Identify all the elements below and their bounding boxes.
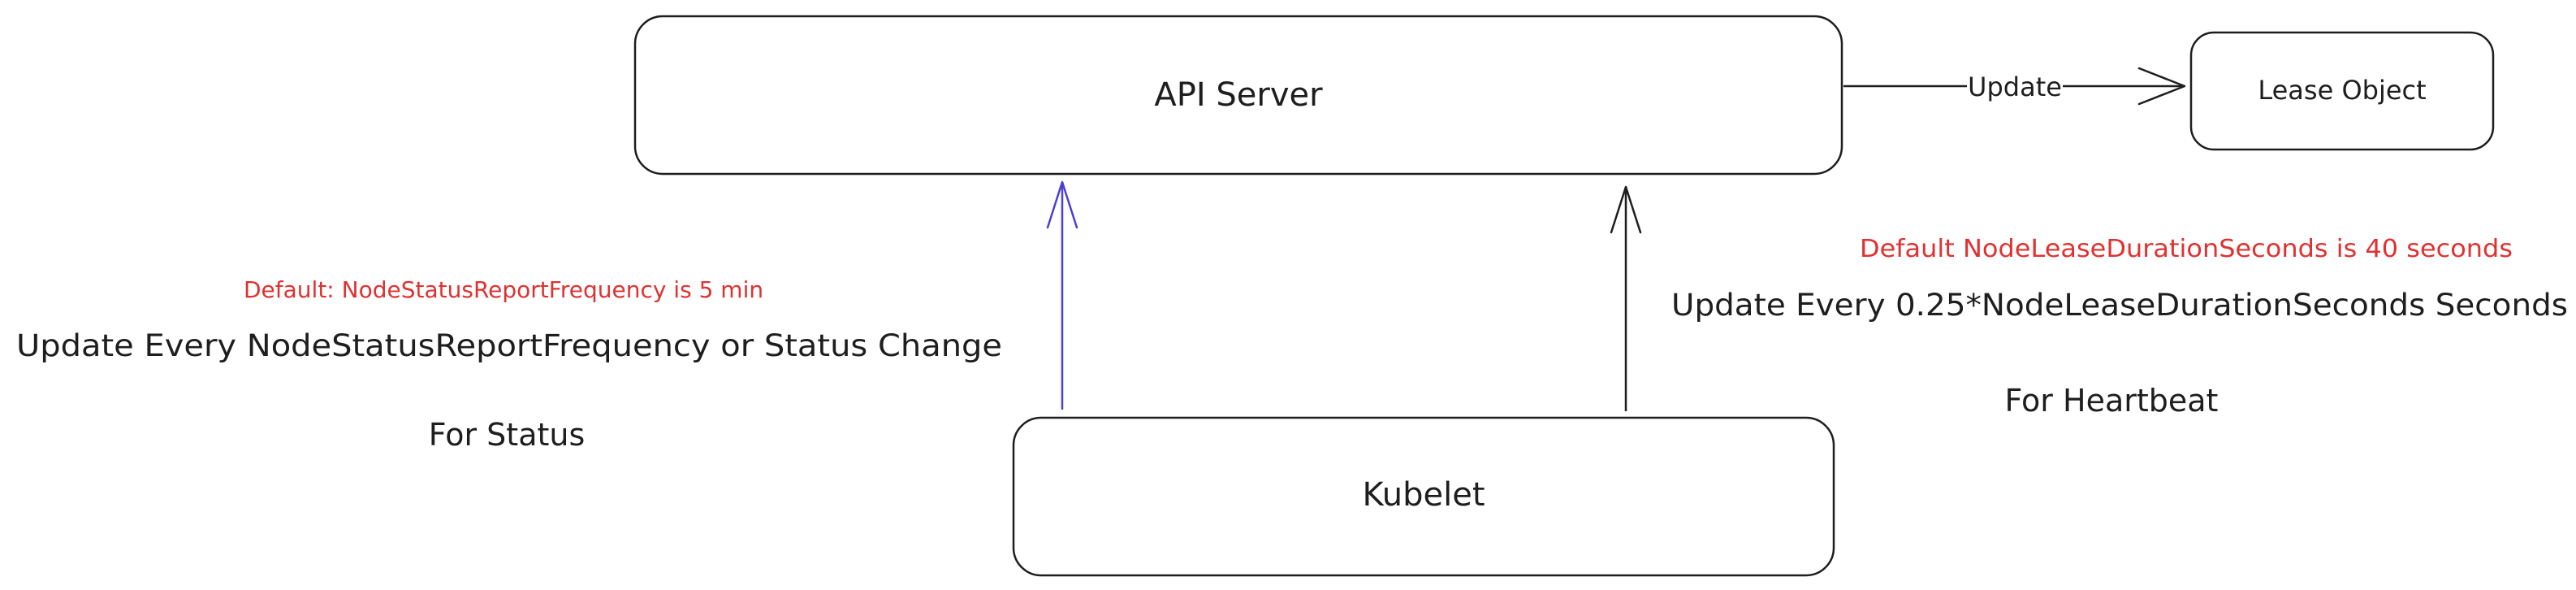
update-arrow-head — [2137, 67, 2186, 106]
status-arrow-head — [1046, 180, 1078, 229]
update-label-bg — [1967, 68, 2063, 102]
heartbeat-default-note: Default NodeLeaseDurationSeconds is 40 s… — [1860, 235, 2513, 263]
status-default-note: Default: NodeStatusReportFrequency is 5 … — [244, 276, 763, 303]
heartbeat-update-note: Update Every 0.25*NodeLeaseDurationSecon… — [1671, 288, 2568, 323]
heartbeat-purpose-note: For Heartbeat — [2005, 383, 2219, 419]
heartbeat-notes: Default NodeLeaseDurationSeconds is 40 s… — [1671, 235, 2568, 419]
kubelet-box — [1012, 416, 1835, 577]
kubelet-label: Kubelet — [1363, 476, 1485, 514]
update-arrow: Update — [1843, 67, 2186, 106]
lease-object-box — [2189, 31, 2495, 151]
api-server-node: API Server — [633, 15, 1843, 176]
heartbeat-arrow-head — [1610, 185, 1642, 234]
status-notes: Default: NodeStatusReportFrequency is 5 … — [16, 276, 1002, 453]
update-arrow-label: Update — [1968, 72, 2062, 102]
lease-object-label: Lease Object — [2258, 75, 2426, 106]
api-server-box — [633, 15, 1843, 176]
kubelet-node: Kubelet — [1012, 416, 1835, 577]
heartbeat-arrow — [1610, 185, 1642, 411]
status-update-note: Update Every NodeStatusReportFrequency o… — [16, 328, 1002, 363]
api-server-label: API Server — [1154, 76, 1323, 114]
status-purpose-note: For Status — [429, 417, 586, 453]
lease-object-node: Lease Object — [2189, 31, 2495, 151]
status-arrow — [1046, 180, 1078, 410]
